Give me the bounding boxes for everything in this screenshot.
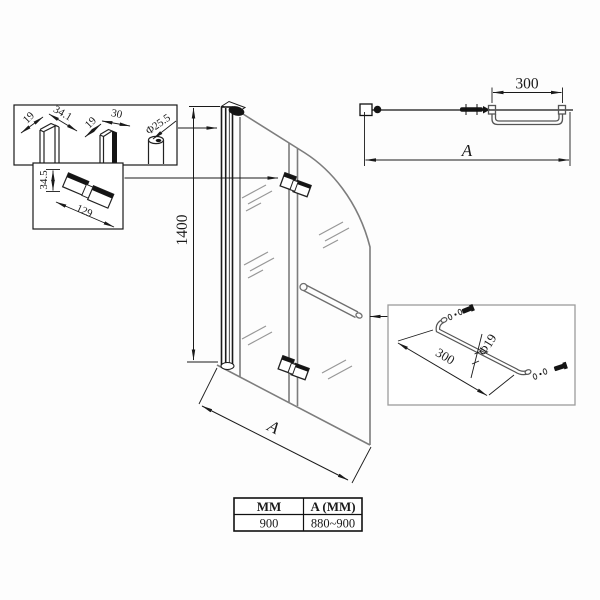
hinge-detail-box: 34.5 129 bbox=[32, 162, 124, 230]
table-cell-900: 900 bbox=[260, 517, 279, 531]
screws-upper bbox=[447, 303, 475, 321]
dim-A-plan: A bbox=[364, 112, 571, 166]
dim-1400-label: 1400 bbox=[174, 214, 191, 245]
profiles-detail-box: 19 34.1 19 30 Φ25.5 bbox=[13, 103, 178, 166]
screws-lower bbox=[532, 361, 568, 380]
glass-hatch-marks bbox=[241, 184, 353, 380]
hinge-plan-mark bbox=[460, 104, 490, 115]
elevation-view: 1400 A bbox=[124, 100, 389, 484]
glass-top-edge-and-curve bbox=[242, 113, 371, 445]
bottom-cap bbox=[220, 362, 235, 370]
dim-A-plan-label: A bbox=[461, 141, 473, 160]
towel-handle-plan bbox=[487, 104, 567, 126]
dim-A-elevation: A bbox=[198, 367, 372, 484]
wall-profile bbox=[220, 100, 247, 370]
dim-300-plan: 300 bbox=[491, 76, 563, 103]
dim-300-plan-label: 300 bbox=[515, 76, 539, 93]
table-header-a-mm: A (MM) bbox=[310, 499, 355, 514]
size-table: MM A (MM) 900 880~900 bbox=[233, 497, 363, 532]
upper-hinge bbox=[279, 171, 312, 198]
towelbar-detail-box: 300 Φ19 bbox=[387, 303, 576, 406]
dim-34-5-label: 34.5 bbox=[38, 170, 50, 190]
towel-handle bbox=[299, 282, 363, 319]
wall-bracket-plan bbox=[359, 103, 382, 117]
dim-1400: 1400 bbox=[174, 106, 220, 363]
dim-30-label: 30 bbox=[110, 107, 124, 121]
plan-view: 300 A bbox=[359, 76, 573, 166]
top-cap bbox=[228, 106, 245, 116]
table-header-mm: MM bbox=[257, 499, 282, 514]
flat-bar-profile: 19 30 bbox=[83, 107, 131, 164]
table-cell-880-900: 880~900 bbox=[311, 517, 355, 531]
lower-hinge bbox=[277, 354, 310, 381]
dim-A-elevation-label: A bbox=[264, 416, 283, 438]
dim-34-5: 34.5 bbox=[38, 169, 60, 192]
